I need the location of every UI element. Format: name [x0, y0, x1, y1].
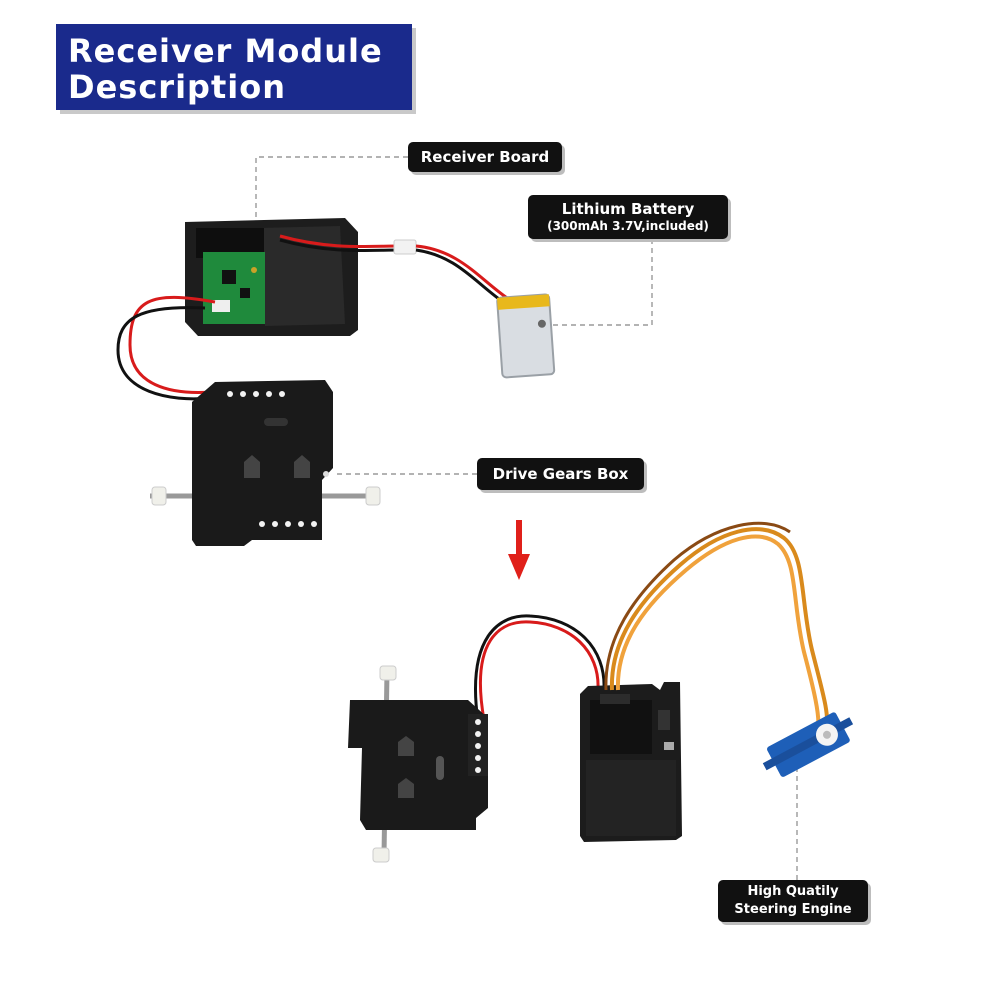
- label-steering-engine: High Quatily Steering Engine: [718, 880, 868, 922]
- battery-assembly: [279, 234, 556, 379]
- title-line-1: Receiver Module: [68, 32, 383, 70]
- label-lithium-battery: Lithium Battery (300mAh 3.7V,included): [528, 195, 728, 239]
- lithium-battery-text: Lithium Battery: [561, 200, 695, 218]
- battery-spec-text: (300mAh 3.7V,included): [547, 219, 709, 233]
- down-arrow: [508, 520, 530, 580]
- leader-lithium-battery: [548, 239, 653, 326]
- title-line-2: Description: [68, 68, 286, 106]
- receiver-to-gearbox-wire: [116, 295, 216, 401]
- receiver-board-pcb: [203, 252, 265, 324]
- steering-engine-line-2: Steering Engine: [734, 902, 852, 917]
- servo-assembly: [604, 521, 854, 777]
- leader-receiver-board: [255, 156, 408, 230]
- label-drive-gears-box: Drive Gears Box: [477, 458, 644, 490]
- leader-lines: [255, 156, 798, 880]
- drive-gears-box-bottom: [348, 665, 488, 863]
- label-receiver-board: Receiver Board: [408, 142, 562, 172]
- receiver-case: [185, 218, 358, 336]
- title-banner: Receiver Module Description: [56, 24, 412, 110]
- steering-engine-line-1: High Quatily: [747, 884, 839, 899]
- gearbox-to-receiver-wire: [474, 614, 606, 723]
- receiver-box-bottom: [580, 682, 682, 842]
- drive-gears-box-top: [150, 380, 381, 546]
